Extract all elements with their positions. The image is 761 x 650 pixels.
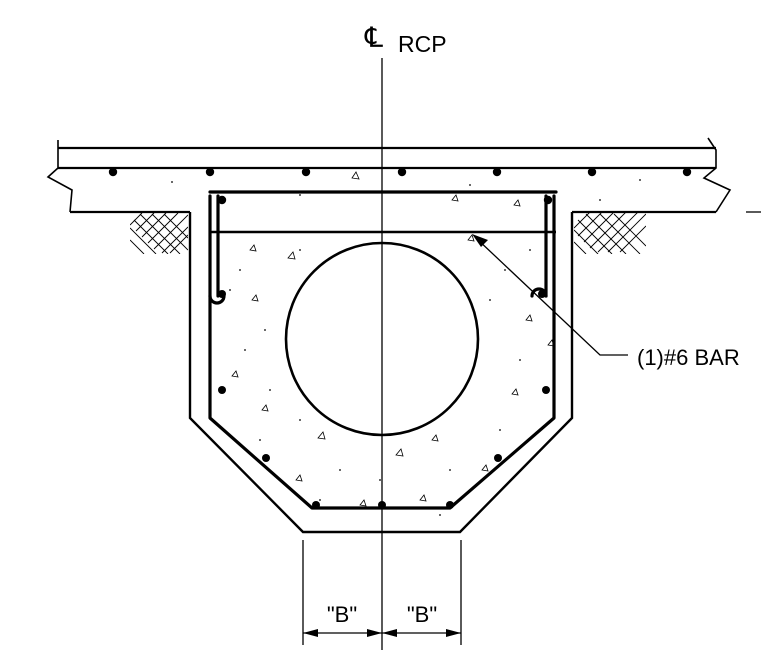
bar-callout-leader (475, 237, 628, 356)
centerline-symbol: ℄ (364, 22, 383, 53)
centerline-label: RCP (398, 31, 447, 57)
encasement-outline (188, 212, 574, 534)
concrete-aggregate (119, 168, 667, 507)
leader-arrowhead (472, 234, 488, 247)
earth-hatch-left (130, 212, 188, 254)
slab-break-lines (46, 137, 732, 213)
dimension-label-right: "B" (407, 602, 437, 627)
concrete-dots (171, 179, 641, 516)
dimension-label-left: "B" (327, 602, 357, 627)
concrete-slab (58, 146, 716, 214)
bar-callout-label: (1)#6 BAR (637, 345, 740, 370)
rebar-dots (108, 167, 692, 509)
rebar-cage (208, 190, 558, 510)
earth-hatch-right (574, 212, 646, 254)
dimension-arrowheads (303, 629, 461, 637)
